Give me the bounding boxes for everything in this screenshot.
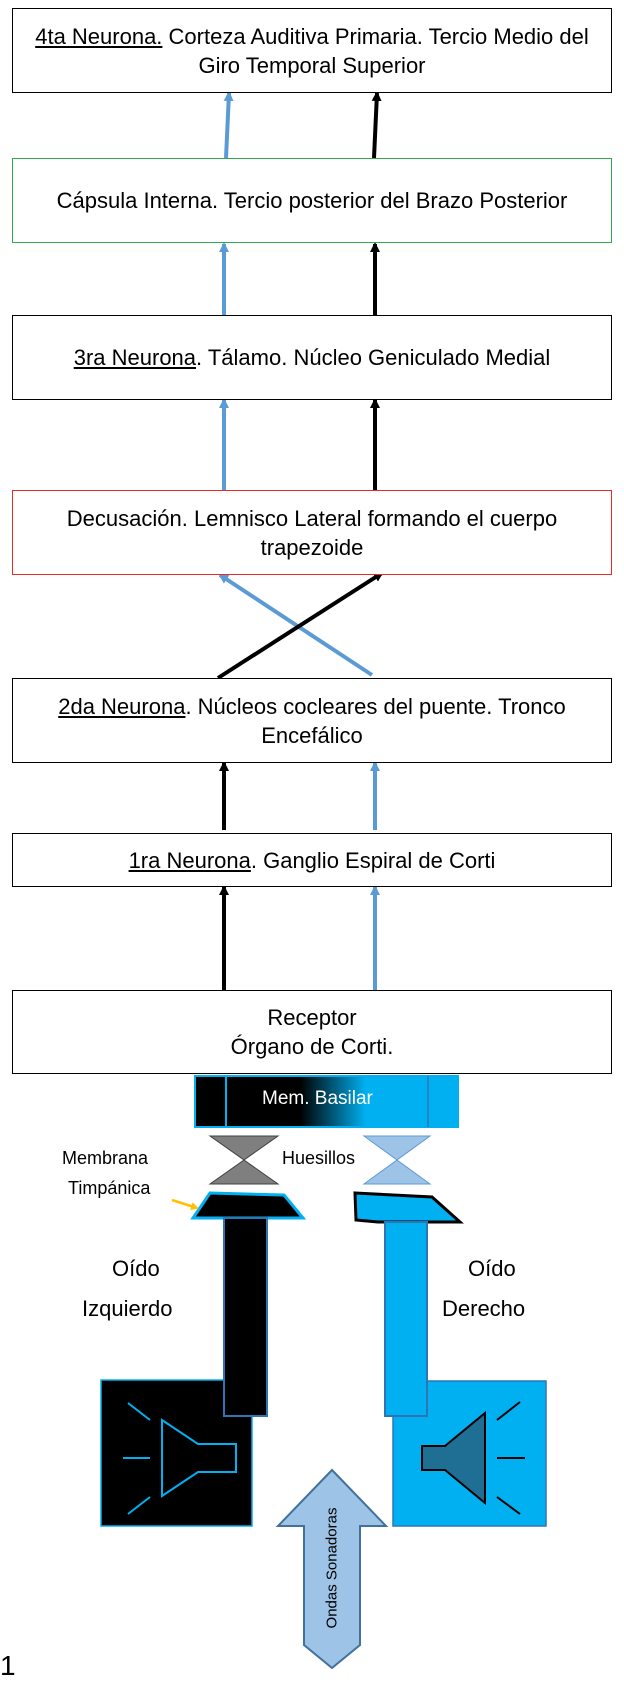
left-ear-canal	[223, 1217, 268, 1417]
label-3ra-neurona: 3ra Neurona	[73, 345, 197, 370]
box-3ra-neurona: 3ra Neurona. Tálamo. Núcleo Geniculado M…	[12, 315, 612, 400]
box-capsula-interna: Cápsula Interna. Tercio posterior del Br…	[12, 158, 612, 243]
label-4ta-neurona: 4ta Neurona.	[35, 23, 163, 49]
label-oido-der-2: Derecho	[442, 1296, 526, 1321]
sound-waves-arrow	[275, 1468, 389, 1670]
label-membrana-1: Membrana	[62, 1148, 149, 1168]
label-oido-izq-1: Oído	[112, 1256, 160, 1281]
text-capsula-interna: Cápsula Interna. Tercio posterior del Br…	[56, 188, 568, 213]
text-3ra-neurona: . Tálamo. Núcleo Geniculado Medial	[196, 345, 551, 370]
label-basilar: Mem. Basilar	[262, 1088, 373, 1109]
tympanic-membrane-right	[353, 1191, 464, 1224]
arrow-blue-capsula-to-4ta	[223, 91, 234, 159]
box-1ra-neurona: 1ra Neurona. Ganglio Espiral de Corti	[12, 833, 612, 887]
arrow-black-capsula-to-4ta	[371, 91, 382, 159]
text-4ta-neurona: Corteza Auditiva Primaria. Tercio Medio …	[162, 23, 589, 78]
ossicle-left	[208, 1135, 280, 1185]
left-speaker-icon	[161, 1418, 237, 1498]
label-1ra-neurona: 1ra Neurona	[128, 847, 251, 873]
left-sound-line	[127, 1496, 151, 1515]
label-oido-izq-2: Izquierdo	[82, 1296, 173, 1321]
label-oido-der-1: Oído	[468, 1256, 516, 1281]
right-sound-line	[496, 1496, 521, 1515]
arrow-blue-cross	[218, 573, 374, 677]
right-sound-line	[496, 1401, 521, 1421]
label-huesillos: Huesillos	[282, 1148, 356, 1168]
text-1ra-neurona: . Ganglio Espiral de Corti	[250, 847, 496, 873]
right-speaker-icon	[421, 1410, 486, 1506]
box-receptor: Receptor Órgano de Corti.	[12, 990, 612, 1074]
label-2da-neurona: 2da Neurona	[58, 693, 186, 719]
box-decusacion: Decusación. Lemnisco Lateral formando el…	[12, 490, 612, 575]
ossicle-right	[362, 1135, 432, 1185]
page-number: 1	[0, 1650, 16, 1681]
basilar-membrane	[194, 1075, 459, 1128]
text-decusacion: Decusación. Lemnisco Lateral formando el…	[66, 505, 558, 560]
arrow-black-cross	[216, 571, 384, 680]
box-4ta-neurona: 4ta Neurona. Corteza Auditiva Primaria. …	[12, 8, 612, 93]
text-receptor-line1: Receptor	[267, 1005, 357, 1030]
label-membrana-2: Timpánica	[68, 1178, 151, 1198]
label-ondas-sonadoras: Ondas Sonadoras	[323, 1507, 341, 1629]
membrane-pointer-arrow	[171, 1198, 199, 1210]
box-2da-neurona: 2da Neurona. Núcleos cocleares del puent…	[12, 678, 612, 763]
text-2da-neurona: . Núcleos cocleares del puente. Tronco E…	[185, 693, 566, 748]
text-receptor-line2: Órgano de Corti.	[230, 1034, 394, 1059]
right-ear-canal	[384, 1221, 428, 1417]
tympanic-membrane-left	[190, 1191, 307, 1220]
left-sound-line	[127, 1402, 151, 1421]
